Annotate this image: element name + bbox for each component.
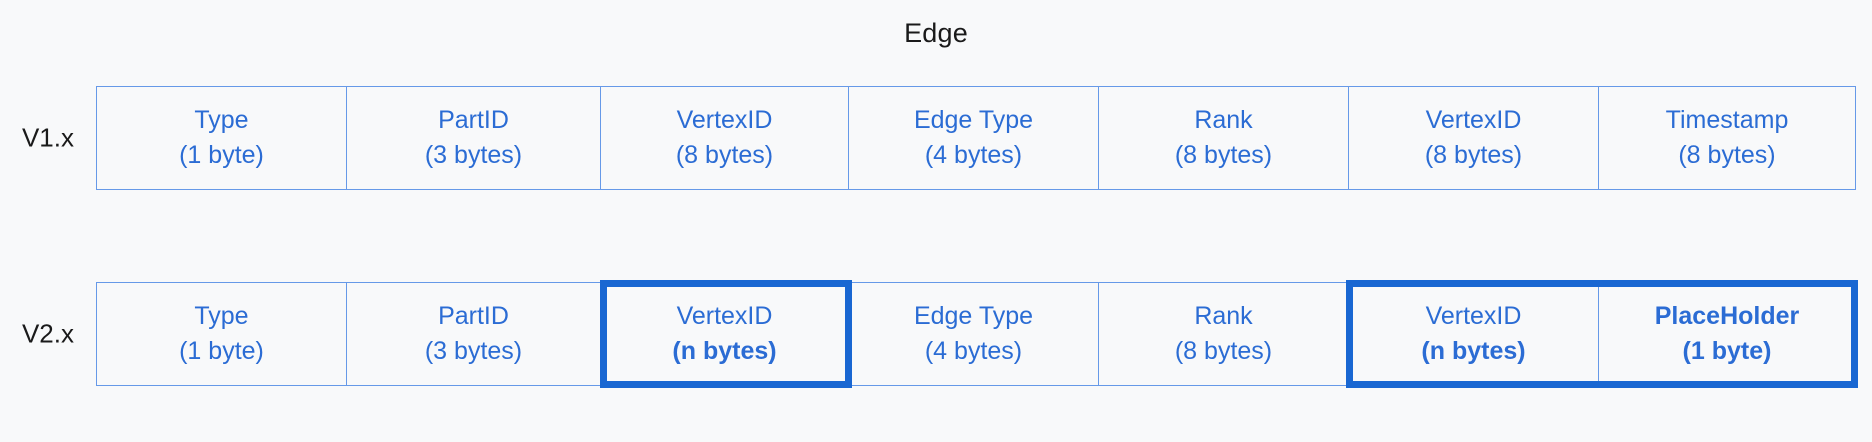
row-label-v1: V1.x xyxy=(21,122,74,153)
cell-v2-edgetype-size: (4 bytes) xyxy=(924,337,1023,365)
cell-v1-edgetype-size: (4 bytes) xyxy=(924,141,1023,169)
cell-group-v2: Type (1 byte) PartID (3 bytes) VertexID … xyxy=(96,282,1856,386)
cell-v2-rank-size: (8 bytes) xyxy=(1174,337,1273,365)
cell-v2-rank-name: Rank xyxy=(1194,301,1253,330)
cell-v1-vertexid-dst[interactable]: VertexID (8 bytes) xyxy=(1349,87,1599,189)
cell-v1-type-name: Type xyxy=(194,105,249,134)
cell-v2-partid-name: PartID xyxy=(438,301,509,330)
cell-v1-edgetype-name: Edge Type xyxy=(913,105,1034,134)
cell-v2-vertexid-src-name: VertexID xyxy=(676,301,773,330)
cell-v2-edgetype[interactable]: Edge Type (4 bytes) xyxy=(849,283,1099,385)
cell-v2-vertexid-dst[interactable]: VertexID (n bytes) xyxy=(1349,283,1599,385)
cell-v2-partid[interactable]: PartID (3 bytes) xyxy=(347,283,601,385)
cell-v1-partid[interactable]: PartID (3 bytes) xyxy=(347,87,601,189)
cell-v1-partid-size: (3 bytes) xyxy=(424,141,523,169)
cell-v1-vertexid-dst-name: VertexID xyxy=(1425,105,1522,134)
format-row-v1: V1.x Type (1 byte) PartID (3 bytes) Vert… xyxy=(22,86,1856,190)
cell-v1-timestamp[interactable]: Timestamp (8 bytes) xyxy=(1599,87,1855,189)
format-row-v2: V2.x Type (1 byte) PartID (3 bytes) Vert… xyxy=(22,280,1858,388)
cell-v1-rank-size: (8 bytes) xyxy=(1174,141,1273,169)
cell-v1-vertexid-dst-size: (8 bytes) xyxy=(1424,141,1523,169)
cell-v1-vertexid-src-name: VertexID xyxy=(676,105,773,134)
cell-v2-type-name: Type xyxy=(194,301,249,330)
cell-v2-vertexid-dst-size: (n bytes) xyxy=(1421,337,1526,365)
cell-v2-placeholder[interactable]: PlaceHolder (1 byte) xyxy=(1599,283,1855,385)
cell-v2-placeholder-name: PlaceHolder xyxy=(1654,301,1800,330)
cell-v1-partid-name: PartID xyxy=(438,105,509,134)
cell-v2-placeholder-size: (1 byte) xyxy=(1682,337,1772,365)
cell-v1-vertexid-src-size: (8 bytes) xyxy=(675,141,774,169)
diagram-title: Edge xyxy=(904,18,968,48)
cell-v2-vertexid-src[interactable]: VertexID (n bytes) xyxy=(601,283,849,385)
cell-v2-type[interactable]: Type (1 byte) xyxy=(97,283,347,385)
cell-v1-rank-name: Rank xyxy=(1194,105,1253,134)
cell-v2-vertexid-dst-name: VertexID xyxy=(1425,301,1522,330)
cell-group-v1: Type (1 byte) PartID (3 bytes) VertexID … xyxy=(96,86,1856,190)
cell-v1-vertexid-src[interactable]: VertexID (8 bytes) xyxy=(601,87,849,189)
cell-v2-type-size: (1 byte) xyxy=(179,337,264,365)
cell-v2-vertexid-src-size: (n bytes) xyxy=(672,337,777,365)
cell-v1-edgetype[interactable]: Edge Type (4 bytes) xyxy=(849,87,1099,189)
cell-v1-type[interactable]: Type (1 byte) xyxy=(97,87,347,189)
cell-v2-rank[interactable]: Rank (8 bytes) xyxy=(1099,283,1349,385)
row-label-v2: V2.x xyxy=(21,318,74,349)
cell-v2-edgetype-name: Edge Type xyxy=(913,301,1034,330)
cell-v1-timestamp-name: Timestamp xyxy=(1665,105,1789,134)
cell-v1-rank[interactable]: Rank (8 bytes) xyxy=(1099,87,1349,189)
cell-v2-partid-size: (3 bytes) xyxy=(424,337,523,365)
cell-v1-timestamp-size: (8 bytes) xyxy=(1678,141,1776,169)
cell-v1-type-size: (1 byte) xyxy=(179,141,264,169)
